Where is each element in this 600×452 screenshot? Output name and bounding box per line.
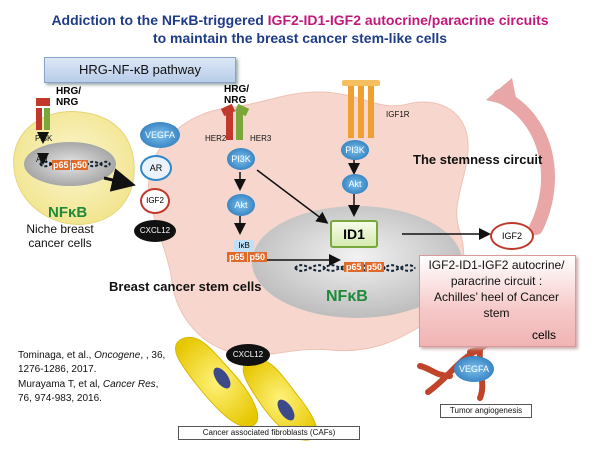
hrg-label-left: HRG/NRG — [56, 86, 81, 108]
niche-label: Niche breast cancer cells — [26, 222, 94, 250]
pathway-box: HRG-NF-κB pathway — [44, 57, 236, 83]
diagram-subtitle: to maintain the breast cancer stem-like … — [152, 30, 448, 46]
nfkb-label-left: NFκB — [48, 204, 88, 221]
reference-1-line2: 1276-1286, 2017. — [18, 364, 97, 375]
pi3k-cell: PI3K — [227, 148, 255, 170]
reference-2-line1: Murayama T, et al, Cancer Res, — [18, 379, 159, 390]
akt-right: Akt — [342, 174, 368, 194]
reference-2-line2: 76, 974-983, 2016. — [18, 393, 102, 404]
pi3k-right: PI3K — [341, 140, 369, 160]
achilles-line4: stem — [483, 306, 510, 320]
achilles-line5: cells — [532, 328, 557, 342]
tumor-angio-label: Tumor angiogenesis — [440, 404, 532, 418]
bcsc-label: Breast cancer stem cells — [109, 279, 262, 294]
pi3k-left: PI3K — [35, 134, 53, 143]
vegfa-node-bottom: VEGFA — [454, 356, 494, 382]
achilles-box — [419, 255, 576, 347]
hrg-label-right: HRG/NRG — [224, 84, 249, 106]
achilles-line2: paracrine circuit : — [450, 274, 543, 288]
reference-1-line1: Tominaga, et al., Oncogene, , 36, — [18, 350, 166, 361]
cxcl12-node-left: CXCL12 — [134, 220, 176, 242]
vegfa-node-top: VEGFA — [140, 122, 180, 148]
nfkb-label-center: NFκB — [326, 288, 368, 305]
igf1r-receptor — [342, 80, 380, 138]
ikb-node: IκB — [234, 240, 254, 252]
id1-node: ID1 — [330, 220, 378, 248]
akt-left: Akt — [36, 155, 48, 164]
achilles-line3: Achilles’ heel of Cancer — [434, 290, 559, 304]
akt-cell: Akt — [227, 194, 255, 216]
cxcl12-node-caf: CXCL12 — [226, 344, 270, 366]
hrg-receptor-left — [36, 98, 50, 130]
achilles-line1: IGF2-ID1-IGF2 autocrine/ — [428, 258, 565, 272]
her2-label: HER2 — [205, 134, 227, 143]
diagram-title: Addiction to the NFκB-triggered IGF2-ID1… — [51, 12, 549, 28]
her3-label: HER3 — [250, 134, 272, 143]
caf-label: Cancer associated fibroblasts (CAFs) — [178, 426, 360, 440]
igf2-node-left: IGF2 — [140, 188, 170, 214]
igf2-node-right: IGF2 — [490, 222, 534, 250]
stemness-label: The stemness circuit — [413, 152, 543, 167]
ar-node: AR — [140, 155, 172, 181]
her-receptors — [220, 103, 250, 140]
igf1r-label: IGF1R — [386, 110, 410, 119]
